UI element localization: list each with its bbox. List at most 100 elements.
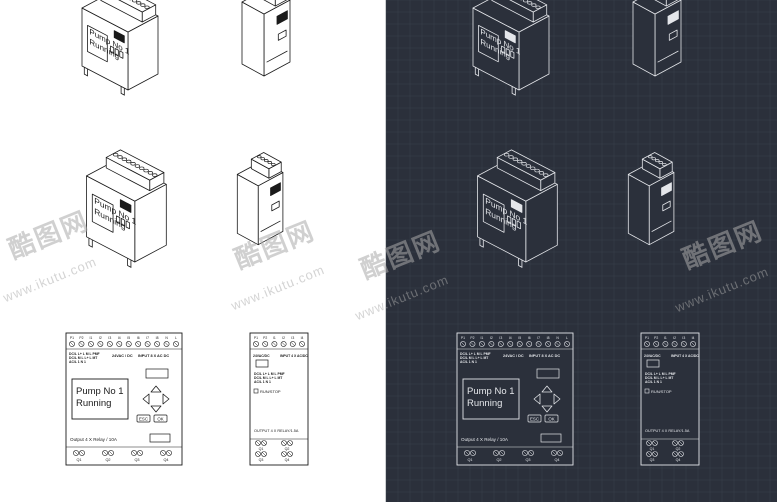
top-terminal-screw xyxy=(106,341,113,347)
din-clip xyxy=(83,67,88,77)
terminal-screw xyxy=(655,159,660,163)
bottom-terminal-label: Q2 xyxy=(496,458,501,462)
top-terminal-label: L xyxy=(175,336,177,340)
input-label: INPUT 8 X AC DC xyxy=(138,354,169,358)
screw-slot xyxy=(546,342,550,346)
bottom-terminal-screw xyxy=(108,450,114,456)
terminal-screw xyxy=(527,1,533,5)
terminal-screw xyxy=(112,152,119,157)
small-plc-label-plate xyxy=(662,200,671,212)
small-plc-text-line xyxy=(651,220,672,232)
top-terminal-screw xyxy=(545,341,551,347)
bottom-terminal-screw xyxy=(137,450,143,456)
terminal-screw xyxy=(525,164,532,168)
screw-slot xyxy=(647,441,651,445)
bottom-terminal-screw xyxy=(160,450,166,456)
bottom-terminal-screw xyxy=(255,440,261,446)
top-terminal-screw xyxy=(78,341,85,347)
output-label: Output 4 X Relay / 10A xyxy=(461,437,509,442)
brand-badge xyxy=(119,199,132,213)
small-plc-badge xyxy=(270,182,281,197)
screw-slot xyxy=(471,451,475,455)
terminal-screw xyxy=(147,171,154,175)
screw-slot xyxy=(89,342,93,346)
bottom-terminal-screw xyxy=(499,450,505,456)
small-plc-label-plate xyxy=(277,29,287,41)
bottom-terminal-screw xyxy=(102,450,108,456)
text-row-1: DC/L L+ L M L PMF xyxy=(460,352,491,356)
screw-slot xyxy=(565,342,569,346)
bottom-terminal-screw xyxy=(281,440,287,446)
bottom-terminal-screw xyxy=(464,450,470,456)
ok-button xyxy=(153,414,168,423)
runstop-led xyxy=(253,388,259,394)
ok-button xyxy=(544,414,559,423)
top-terminal-screw xyxy=(564,341,570,347)
small-plc-text-line xyxy=(657,50,679,63)
top-terminal-screw xyxy=(253,341,259,347)
top-terminal-label: P2 xyxy=(470,336,474,340)
terminal-screw xyxy=(534,168,540,173)
top-terminal-screw xyxy=(653,341,660,347)
top-terminal-screw xyxy=(163,341,170,347)
text-row-2: DC/L M L L+ L MT xyxy=(254,376,283,380)
small-plc-label-plate xyxy=(271,200,280,212)
small-plc-badge xyxy=(667,10,679,25)
supply-label: 24VAC/DC xyxy=(644,354,661,358)
top-terminal-screw xyxy=(554,341,561,347)
screw-slot xyxy=(508,342,513,346)
bottom-terminal-screw xyxy=(678,451,684,457)
bottom-terminal-screw xyxy=(73,450,79,456)
top-terminal-screw xyxy=(116,341,123,347)
terminal-screw xyxy=(267,161,273,165)
terminal-screw xyxy=(143,168,149,173)
screw-slot xyxy=(103,451,107,455)
screw-slot xyxy=(80,451,84,455)
keypad-button xyxy=(507,215,512,225)
screw-slot xyxy=(256,441,260,445)
bottom-terminal-label: Q1 xyxy=(259,447,264,451)
screw-slot xyxy=(494,451,498,455)
supply-label: 24VAC / DC xyxy=(112,354,133,358)
bottom-terminal-label: Q2 xyxy=(105,458,110,462)
din-clip xyxy=(518,258,523,268)
screw-slot xyxy=(109,451,113,455)
top-terminal-screw xyxy=(289,341,296,347)
screw-slot xyxy=(523,451,527,455)
runstop-label: RUN/STOP xyxy=(651,389,672,394)
terminal-screw xyxy=(130,162,136,166)
top-terminal-label: I4 xyxy=(509,336,512,340)
top-terminal-label: L xyxy=(566,336,568,340)
din-clip xyxy=(120,86,125,96)
bottom-terminal-screw xyxy=(470,450,476,456)
screw-slot xyxy=(672,342,677,346)
terminal-screw xyxy=(257,155,262,159)
screw-slot xyxy=(647,452,651,456)
terminal-screw xyxy=(271,162,276,166)
top-terminal-label: I1 xyxy=(89,336,92,340)
screw-slot xyxy=(558,451,562,455)
top-terminal-label: I8 xyxy=(547,336,550,340)
text-row-3: AC/L 1 N 1 xyxy=(460,360,477,364)
top-terminal-label: I8 xyxy=(156,336,159,340)
small-plc-body-front xyxy=(241,1,265,77)
text-row-2: DC/L M L L+ L MT xyxy=(460,356,489,360)
screw-slot xyxy=(108,342,112,346)
output-label: OUTPUT 4 X RELAY/1.5A xyxy=(645,429,690,433)
terminal-screw xyxy=(264,159,269,163)
top-terminal-label: N xyxy=(556,336,559,340)
top-terminal-screw xyxy=(299,341,305,347)
screw-slot xyxy=(679,452,683,456)
din-clip xyxy=(511,86,516,96)
top-terminal-label: I4 xyxy=(301,336,304,340)
top-terminal-screw xyxy=(680,341,687,347)
top-terminal-label: I1 xyxy=(664,336,667,340)
large-plc-screen xyxy=(87,24,108,63)
screw-slot xyxy=(682,342,686,346)
dpad-left-icon xyxy=(142,393,150,405)
bottom-terminal-label: Q4 xyxy=(554,458,559,462)
screw-slot xyxy=(499,342,503,346)
large-plc-screen xyxy=(71,378,129,420)
terminal-screw xyxy=(134,164,141,168)
